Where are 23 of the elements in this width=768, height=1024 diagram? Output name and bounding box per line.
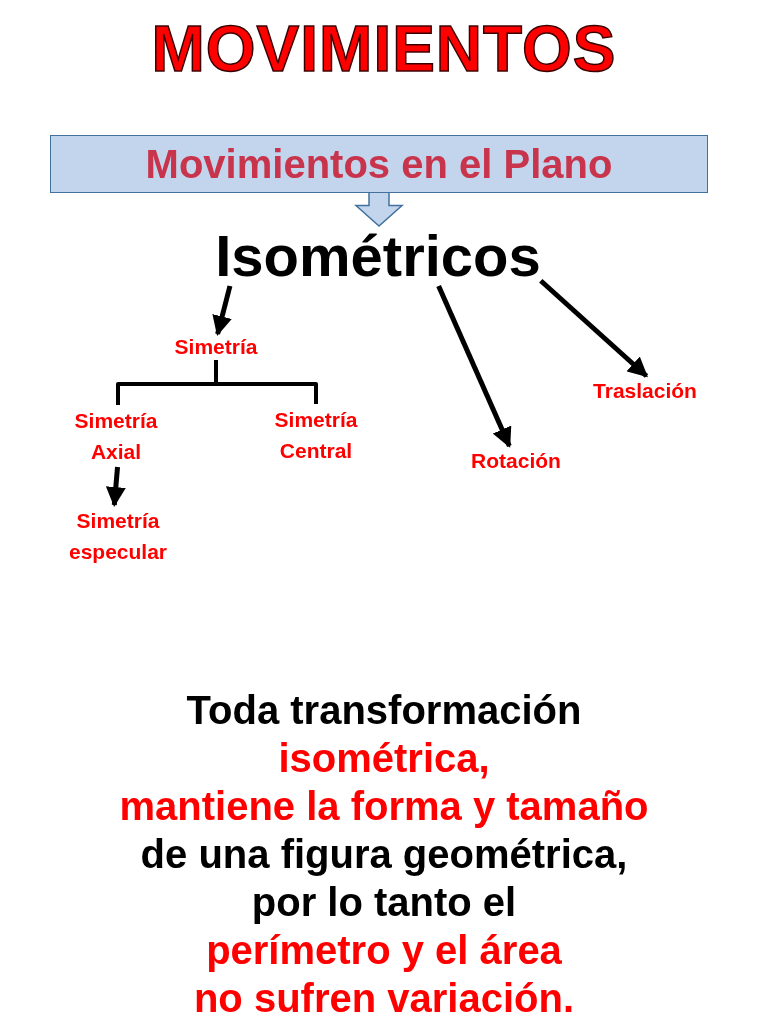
arrow <box>212 285 233 336</box>
statement-line: por lo tanto el <box>250 879 518 926</box>
title: MOVIMIENTOS <box>150 14 618 85</box>
node-label: Simetría <box>174 334 258 360</box>
node-label: Isométricos <box>215 226 541 286</box>
arrow <box>105 466 126 507</box>
arrow <box>539 278 649 378</box>
node-label: Simetría especular <box>67 508 169 565</box>
statement-line: isométrica, <box>277 735 491 782</box>
node-label: Traslación <box>593 378 697 404</box>
heading-text: Movimientos en el Plano <box>144 141 614 188</box>
statement-line: no sufren variación. <box>192 975 576 1022</box>
heading-box <box>50 135 708 193</box>
statement-line: mantiene la forma y tamaño <box>118 783 650 830</box>
bracket-connector <box>214 360 318 404</box>
statement-line: Toda transformación <box>185 687 583 734</box>
statement-line: de una figura geométrica, <box>139 831 629 878</box>
statement-line: perímetro y el área <box>205 927 563 974</box>
node-label: Simetría Central <box>273 407 359 464</box>
block-arrow <box>354 191 404 227</box>
node-label: Rotación <box>471 448 561 474</box>
node-label: Simetría Axial <box>73 408 159 465</box>
arrow <box>436 285 512 448</box>
